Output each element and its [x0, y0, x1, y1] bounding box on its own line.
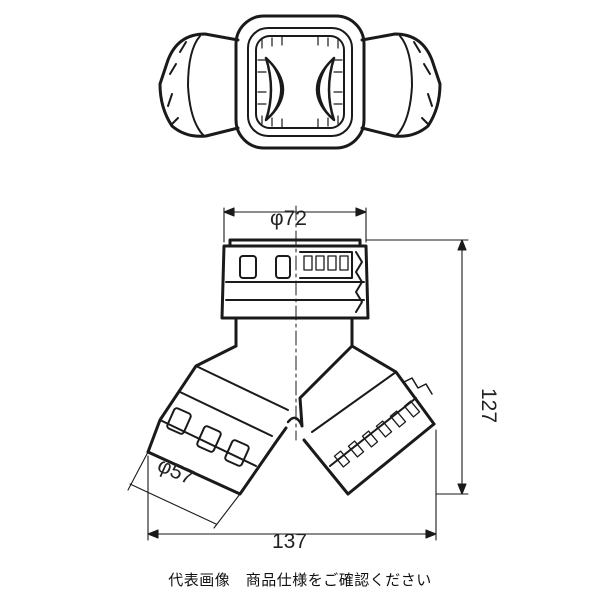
front-view: [146, 238, 436, 496]
dimension-lines: [127, 207, 469, 541]
top-view: [158, 14, 442, 150]
caption-text: 代表画像 商品仕様をご確認ください: [168, 571, 432, 589]
dimension-width: 137: [272, 530, 307, 553]
dimension-height: 127: [477, 388, 500, 423]
dimension-branch-diameter: φ57: [154, 454, 197, 490]
dimension-top-diameter: φ72: [270, 207, 307, 230]
